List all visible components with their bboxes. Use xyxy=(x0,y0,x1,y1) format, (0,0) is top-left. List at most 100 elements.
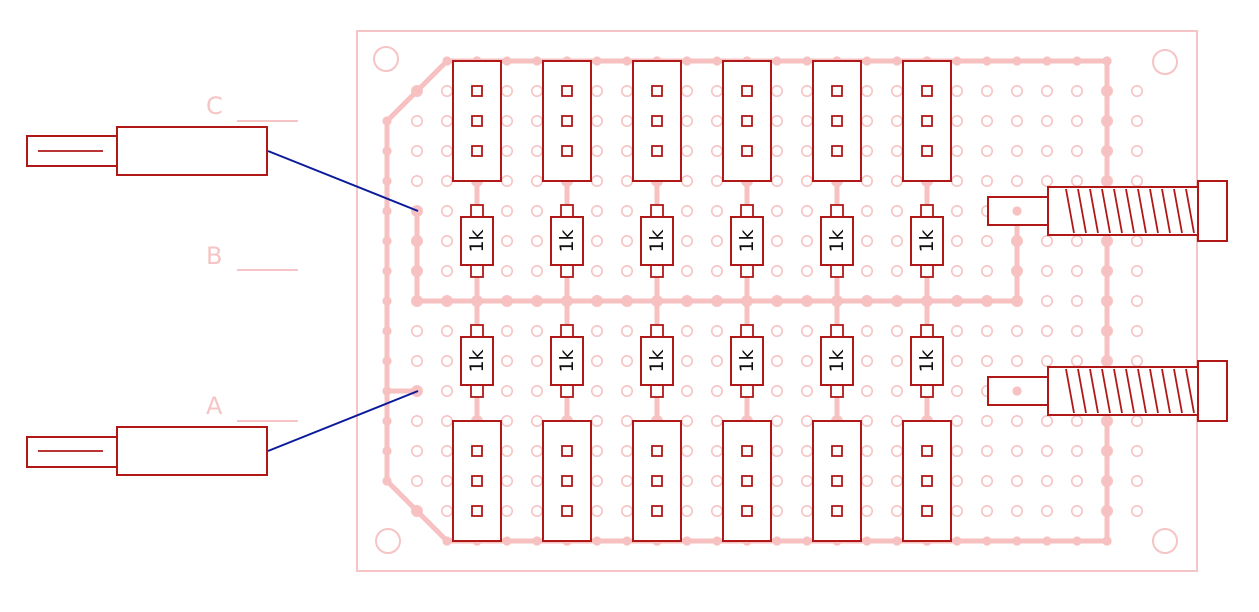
pad-hole xyxy=(620,474,633,487)
jack-thread-line xyxy=(1149,188,1159,234)
pad-hole xyxy=(860,205,873,218)
solder-node xyxy=(712,296,722,306)
pad-hole xyxy=(890,264,903,277)
solder-node xyxy=(1012,236,1022,246)
pad-hole xyxy=(1131,354,1144,367)
pad-hole xyxy=(590,504,603,517)
thread-jack-layer xyxy=(987,180,1228,422)
pad-hole xyxy=(950,175,963,188)
header-pin xyxy=(651,445,663,457)
pad-hole xyxy=(440,115,453,128)
pad-hole xyxy=(890,384,903,397)
solder-node xyxy=(802,536,812,546)
pad-hole xyxy=(530,384,543,397)
pad-hole xyxy=(500,235,513,248)
resistor-body xyxy=(460,216,494,266)
solder-node xyxy=(622,296,632,306)
solder-node xyxy=(412,266,422,276)
pad-hole xyxy=(770,474,783,487)
jack-thread-line xyxy=(1125,368,1135,414)
pad-hole xyxy=(950,444,963,457)
pad-hole xyxy=(1071,264,1084,277)
resistor-lead xyxy=(560,324,574,338)
pin-header xyxy=(902,420,952,542)
pad-hole xyxy=(1041,294,1054,307)
pad-hole xyxy=(980,444,993,457)
pad-hole xyxy=(770,354,783,367)
pad-hole xyxy=(590,414,603,427)
pad-hole xyxy=(1010,324,1023,337)
pad-hole xyxy=(530,444,543,457)
solder-node xyxy=(1102,356,1112,366)
pad-hole xyxy=(950,235,963,248)
pad-hole xyxy=(1041,324,1054,337)
pad-hole xyxy=(1041,414,1054,427)
resistor-label: 1k xyxy=(646,349,668,372)
resistor-body xyxy=(640,216,674,266)
pad-hole xyxy=(710,205,723,218)
pad-hole xyxy=(440,324,453,337)
pad-hole xyxy=(440,504,453,517)
pad-hole xyxy=(680,504,693,517)
pad-hole xyxy=(1041,444,1054,457)
pad-hole xyxy=(530,175,543,188)
pad-hole xyxy=(500,85,513,98)
pad-hole xyxy=(770,264,783,277)
pad-hole xyxy=(710,444,723,457)
pad-hole xyxy=(1071,474,1084,487)
solder-node xyxy=(532,296,542,306)
pad-hole xyxy=(800,474,813,487)
header-pin xyxy=(831,85,843,97)
pad-hole xyxy=(620,504,633,517)
pad-hole xyxy=(890,145,903,158)
pad-hole xyxy=(1041,235,1054,248)
pad-hole xyxy=(590,175,603,188)
pad-hole xyxy=(590,474,603,487)
pad-hole xyxy=(980,324,993,337)
pad-hole xyxy=(1131,474,1144,487)
solder-node xyxy=(592,536,602,546)
jack-thread-line xyxy=(1065,188,1075,234)
jack-thread-line xyxy=(1185,368,1195,414)
pad-hole xyxy=(950,354,963,367)
solder-node xyxy=(1042,536,1052,546)
pad-hole xyxy=(860,115,873,128)
solder-node xyxy=(682,56,692,66)
solder-node xyxy=(532,536,542,546)
resistor-lead xyxy=(560,384,574,398)
jack-thread-line xyxy=(1173,368,1183,414)
solder-node xyxy=(1072,56,1082,66)
pad-hole xyxy=(800,504,813,517)
pad-hole xyxy=(950,474,963,487)
pad-hole xyxy=(1131,85,1144,98)
pad-hole xyxy=(770,205,783,218)
pad-hole xyxy=(710,414,723,427)
pad-hole xyxy=(1071,235,1084,248)
pad-hole xyxy=(500,384,513,397)
solder-node xyxy=(382,476,392,486)
solder-node xyxy=(772,56,782,66)
header-pin xyxy=(471,85,483,97)
pad-hole xyxy=(1071,294,1084,307)
jack-cap xyxy=(1197,180,1228,242)
pad-hole xyxy=(950,264,963,277)
jack-thread-line xyxy=(1065,368,1075,414)
resistor-lead xyxy=(740,204,754,218)
pad-hole xyxy=(1131,504,1144,517)
header-pin xyxy=(561,85,573,97)
solder-node xyxy=(1102,176,1112,186)
pad-hole xyxy=(410,145,423,158)
solder-node xyxy=(1012,536,1022,546)
pad-hole xyxy=(890,504,903,517)
pad-hole xyxy=(1071,444,1084,457)
pad-hole xyxy=(1010,474,1023,487)
label-a: A xyxy=(206,392,223,420)
pad-hole xyxy=(440,145,453,158)
pad-hole xyxy=(1010,115,1023,128)
header-pin xyxy=(921,505,933,517)
mounting-hole-top-right xyxy=(1152,49,1178,75)
pad-hole xyxy=(440,354,453,367)
jack-thread-line xyxy=(1077,368,1087,414)
header-pin xyxy=(561,145,573,157)
